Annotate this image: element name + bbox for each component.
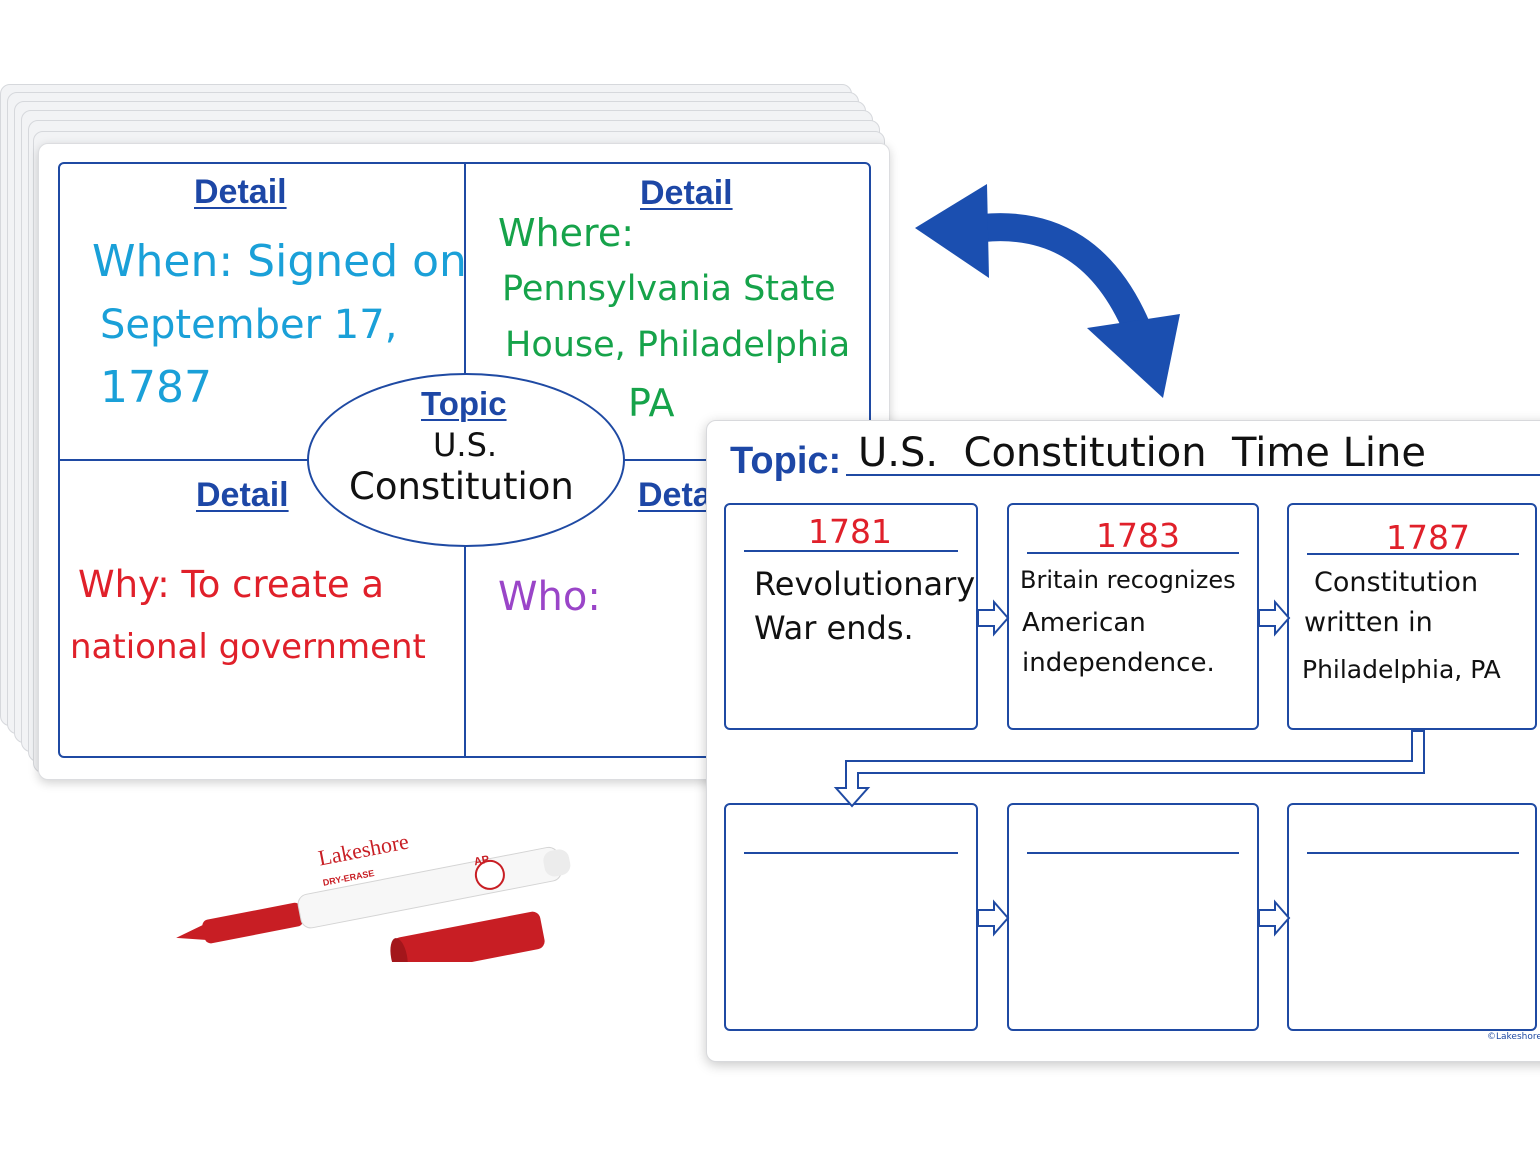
timeline-cell bbox=[1007, 803, 1259, 1031]
timeline-connectors bbox=[833, 599, 1425, 937]
timeline-cell bbox=[724, 503, 978, 730]
elbow-arrow-icon bbox=[833, 730, 1425, 808]
when-line-3: 1787 bbox=[100, 362, 212, 413]
timeline-cell bbox=[1287, 803, 1537, 1031]
timeline-cell bbox=[1007, 503, 1259, 730]
year-underline bbox=[1027, 552, 1239, 554]
topic-value-line-2: Constitution bbox=[349, 465, 574, 508]
topic-heading: Topic bbox=[421, 385, 507, 422]
timeline-topic-value: U.S. Constitution Time Line bbox=[858, 430, 1426, 476]
detail-heading-top-right: Detail bbox=[640, 174, 733, 212]
copyright-text: ©Lakeshore bbox=[1487, 1032, 1540, 1042]
year-underline bbox=[1307, 852, 1519, 854]
event-text-line: written in bbox=[1304, 607, 1433, 638]
when-line-1: When: Signed on bbox=[92, 236, 467, 287]
event-text-line: American bbox=[1022, 608, 1146, 638]
timeline-cell bbox=[724, 803, 978, 1031]
marker-icon bbox=[176, 846, 571, 962]
why-line-1: Why: To create a bbox=[78, 563, 385, 606]
who-label: Who: bbox=[498, 574, 601, 620]
where-line-3: House, Philadelphia bbox=[505, 325, 851, 365]
why-line-2: national government bbox=[70, 627, 426, 667]
right-arrow-icon bbox=[977, 599, 1010, 637]
detail-heading-top-left: Detail bbox=[194, 173, 287, 211]
right-arrow-icon bbox=[1258, 899, 1291, 937]
where-line-4: PA bbox=[628, 381, 675, 425]
timeline-topic-label: Topic: bbox=[730, 440, 842, 482]
right-arrow-icon bbox=[1258, 599, 1291, 637]
detail-heading-bottom-left: Detail bbox=[196, 476, 289, 514]
year-underline bbox=[744, 852, 958, 854]
topic-oval bbox=[307, 373, 625, 547]
year-underline bbox=[1027, 852, 1239, 854]
topic-underline bbox=[846, 474, 1540, 476]
event-year: 1783 bbox=[1096, 516, 1180, 555]
event-text-line: independence. bbox=[1022, 648, 1215, 678]
event-text-line: Philadelphia, PA bbox=[1302, 655, 1501, 684]
event-text-line: War ends. bbox=[754, 609, 914, 647]
year-underline bbox=[744, 550, 958, 552]
where-line-2: Pennsylvania State bbox=[502, 269, 836, 309]
event-text-line: Revolutionary bbox=[754, 565, 976, 603]
where-line-1: Where: bbox=[498, 211, 635, 255]
event-year: 1787 bbox=[1386, 518, 1470, 557]
when-line-2: September 17, bbox=[100, 302, 398, 348]
right-arrow-icon bbox=[977, 899, 1010, 937]
event-text-line: Constitution bbox=[1314, 567, 1479, 598]
topic-value-line-1: U.S. bbox=[433, 426, 498, 464]
year-underline bbox=[1307, 553, 1519, 555]
event-year: 1781 bbox=[808, 512, 892, 551]
timeline-cell bbox=[1287, 503, 1537, 730]
swap-arrow-icon bbox=[915, 184, 1180, 398]
event-text-line: Britain recognizes bbox=[1020, 566, 1236, 594]
